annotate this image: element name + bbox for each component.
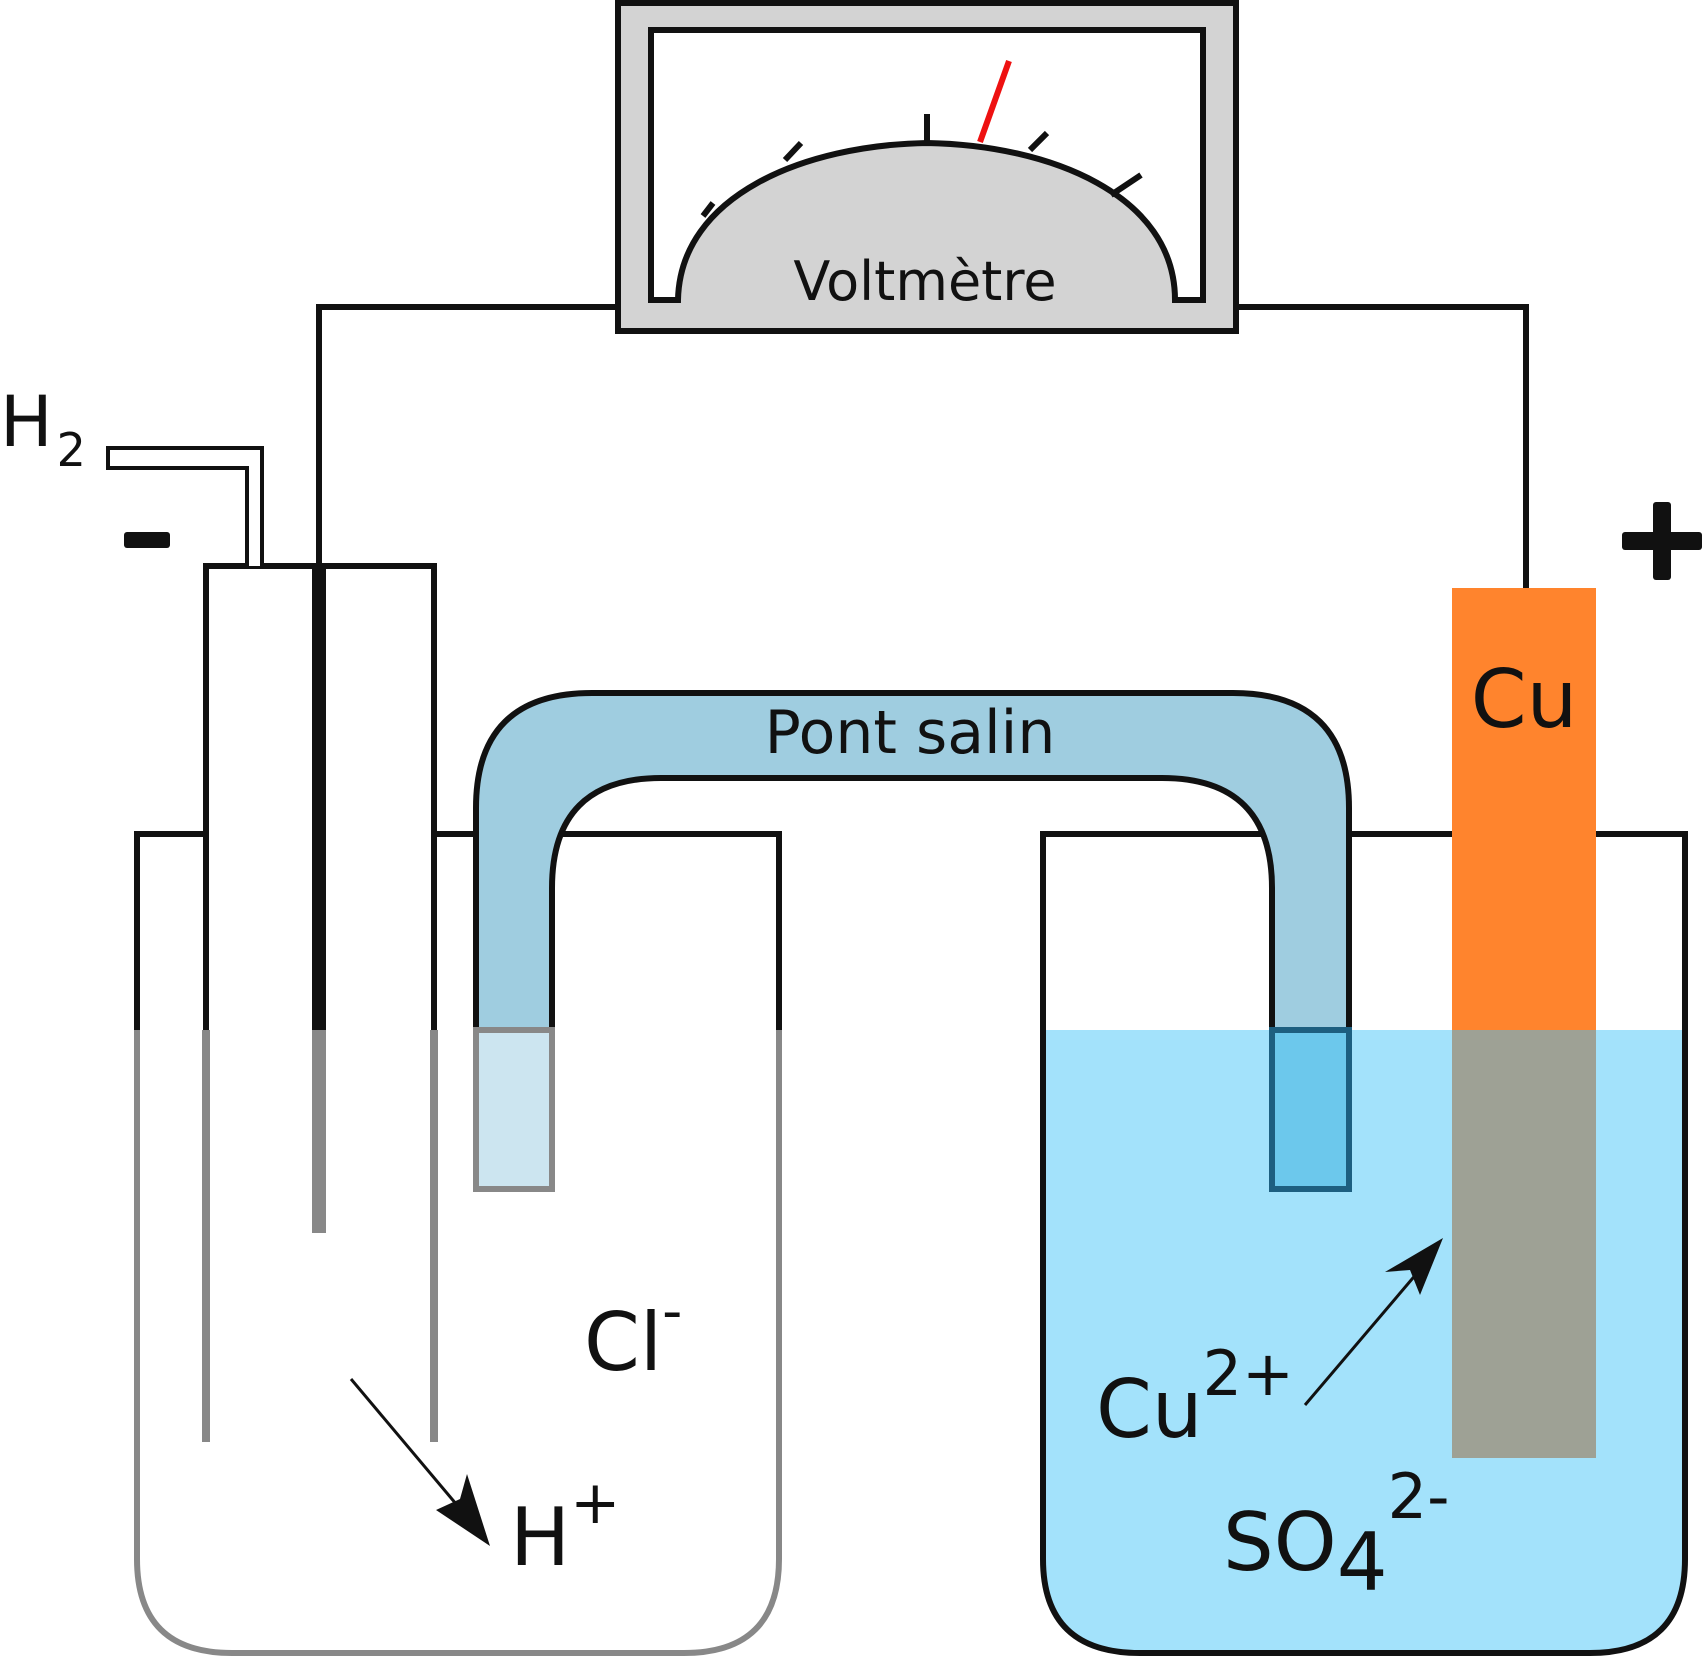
chloride-charge: - bbox=[662, 1279, 682, 1344]
left-beaker bbox=[134, 831, 782, 1656]
voltmeter: Voltmètre bbox=[615, 0, 1239, 334]
copper-ion-label: Cu2+ bbox=[1096, 1337, 1294, 1456]
negative-terminal-sign bbox=[124, 532, 170, 548]
left-beaker-outline-submerged bbox=[134, 1030, 782, 1656]
sulfate-symbol: SO bbox=[1223, 1496, 1337, 1589]
circuit-wires bbox=[316, 304, 1529, 588]
salt-bridge-label: Pont salin bbox=[765, 698, 1056, 768]
salt-bridge: Pont salin bbox=[473, 690, 1352, 1192]
hydrogen-gas-symbol: H bbox=[0, 381, 53, 463]
voltmeter-label: Voltmètre bbox=[793, 250, 1056, 313]
voltmeter-window bbox=[648, 27, 1206, 303]
hydrogen-ion-symbol: H bbox=[510, 1491, 570, 1584]
wire-left bbox=[316, 304, 618, 566]
left-beaker-outline-upper bbox=[134, 831, 782, 1030]
sulfate-ion-label: SO42- bbox=[1223, 1460, 1449, 1609]
copper-electrode: Cu bbox=[1452, 588, 1596, 1458]
voltmeter-needle bbox=[977, 59, 1012, 144]
right-beaker-outline bbox=[1040, 831, 1688, 1656]
voltmeter-scale-ticks bbox=[700, 114, 1143, 218]
hydrogen-electrode bbox=[106, 446, 438, 1442]
copper-electrode-submerged bbox=[1452, 1030, 1596, 1458]
wire-right bbox=[1236, 304, 1529, 588]
sulfate-charge: 2- bbox=[1388, 1460, 1450, 1533]
hydrogen-ion-charge: + bbox=[570, 1468, 620, 1538]
salt-bridge-right-end bbox=[1269, 1027, 1352, 1192]
copper-ion-symbol: Cu bbox=[1096, 1363, 1203, 1456]
hydrogen-ion-arrow bbox=[349, 1378, 490, 1546]
copper-ion-arrow bbox=[1303, 1238, 1443, 1406]
copper-ion-charge: 2+ bbox=[1203, 1337, 1294, 1410]
hydrogen-ion-label: H+ bbox=[510, 1468, 620, 1584]
hydrogen-gas-inlet-tube bbox=[106, 446, 264, 566]
chloride-symbol: Cl bbox=[584, 1296, 662, 1389]
salt-bridge-left-end bbox=[473, 1027, 555, 1192]
positive-terminal-sign bbox=[1622, 502, 1702, 580]
hydrogen-gas-subscript: 2 bbox=[57, 423, 86, 477]
copper-electrode-label: Cu bbox=[1471, 653, 1578, 746]
hydrogen-gas-label: H2 bbox=[0, 381, 86, 477]
chloride-ion-label: Cl- bbox=[584, 1279, 682, 1389]
sulfate-subscript: 4 bbox=[1337, 1516, 1388, 1609]
